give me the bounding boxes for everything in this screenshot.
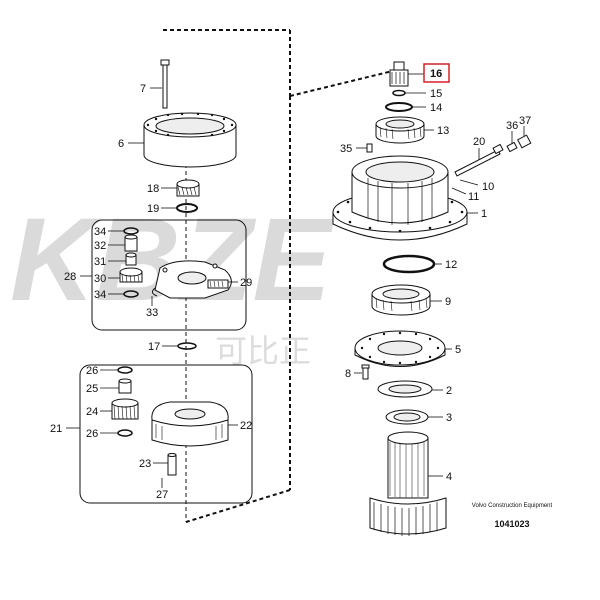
part-sun-gear-18	[176, 179, 200, 197]
part-fitting-36	[506, 141, 518, 153]
label-part-34-bottom: 34	[94, 289, 106, 301]
watermark-chinese: 可比正	[215, 332, 311, 370]
part-bearing-31	[125, 252, 137, 266]
label-part-19: 19	[147, 203, 159, 215]
part-labels: 7 6 18 19 34 32 31 30 34 28 29 33 17 26 …	[50, 68, 531, 501]
label-part-28: 28	[64, 271, 76, 283]
part-washer-26-bottom	[117, 429, 133, 437]
part-pipe-20	[454, 143, 504, 177]
label-part-9: 9	[445, 296, 451, 308]
label-part-20: 20	[473, 136, 485, 148]
label-part-30: 30	[94, 273, 106, 285]
part-ring-17	[177, 342, 197, 350]
leader-lines	[66, 73, 525, 488]
part-ring-gear-6	[143, 112, 237, 168]
label-part-17: 17	[148, 341, 160, 353]
caption-doc-number: 1041023	[494, 519, 529, 529]
part-spacer-3	[385, 409, 429, 425]
label-part-27: 27	[156, 489, 168, 501]
label-part-15: 15	[430, 88, 442, 100]
label-part-34-top: 34	[94, 226, 106, 238]
part-plug-16	[389, 61, 409, 87]
part-circlip-33	[151, 287, 158, 297]
label-part-32: 32	[94, 240, 106, 252]
leader-11	[451, 187, 467, 195]
part-ring-14	[385, 102, 413, 112]
label-part-5: 5	[455, 344, 461, 356]
caption-company: Volvo Construction Equipment	[472, 503, 553, 509]
part-cap-37	[517, 134, 532, 149]
label-part-36: 36	[506, 120, 518, 132]
part-pin-23	[167, 453, 177, 476]
label-part-33: 33	[146, 307, 158, 319]
label-part-18: 18	[147, 183, 159, 195]
label-part-26-top: 26	[86, 365, 98, 377]
part-bolt-8	[361, 364, 370, 380]
label-part-2: 2	[446, 385, 452, 397]
part-grease-nipple-35	[366, 143, 373, 153]
label-part-26-bottom: 26	[86, 428, 98, 440]
part-housing-1	[332, 155, 468, 241]
dashed-diagonal-bottom	[185, 489, 291, 523]
label-part-12: 12	[445, 259, 457, 271]
watermark: KBZE 可比正	[10, 194, 335, 370]
dashed-connectors	[163, 29, 406, 523]
label-part-6: 6	[118, 138, 124, 150]
part-flange-5	[354, 330, 446, 367]
part-spacer-2	[377, 380, 433, 398]
part-planet-gear-30	[119, 267, 143, 283]
part-seal-12	[382, 254, 436, 274]
label-part-4: 4	[446, 471, 452, 483]
label-part-21: 21	[50, 423, 62, 435]
label-part-31: 31	[94, 256, 106, 268]
label-part-35: 35	[340, 143, 352, 155]
part-seal-15	[392, 89, 406, 97]
part-bearing-25	[118, 378, 132, 394]
leader-10	[459, 179, 479, 186]
planet-gear-group-box-upper	[91, 219, 247, 331]
label-part-37: 37	[519, 115, 531, 127]
label-part-3: 3	[446, 412, 452, 424]
label-part-8: 8	[345, 368, 351, 380]
label-part-22: 22	[240, 420, 252, 432]
part-washer-26-top	[117, 366, 133, 374]
label-part-1: 1	[481, 208, 487, 220]
label-part-10: 10	[482, 181, 494, 193]
label-part-11: 11	[468, 191, 479, 203]
part-bearing-13	[375, 116, 425, 144]
label-part-24: 24	[86, 406, 98, 418]
part-bolt-7	[160, 59, 170, 109]
part-pin-32	[124, 234, 138, 252]
dashed-diagonal-top	[289, 67, 406, 97]
label-part-25: 25	[86, 383, 98, 395]
label-part-7: 7	[140, 83, 146, 95]
part-pinion-shaft-4	[369, 431, 447, 536]
part-planet-gear-24	[111, 398, 139, 420]
part-planet-carrier-22	[151, 401, 229, 447]
part-bearing-9	[371, 284, 431, 316]
label-part-23: 23	[139, 458, 151, 470]
label-part-13: 13	[437, 125, 449, 137]
label-part-16: 16	[430, 68, 442, 80]
label-part-29: 29	[240, 277, 252, 289]
highlight-box-16	[423, 63, 450, 83]
watermark-latin: KBZE	[10, 194, 335, 326]
label-part-14: 14	[430, 102, 442, 114]
planet-gear-group-box-lower	[79, 364, 253, 504]
figure-caption: Volvo Construction Equipment 1041023	[472, 503, 553, 529]
part-planet-carrier-29	[154, 260, 232, 299]
